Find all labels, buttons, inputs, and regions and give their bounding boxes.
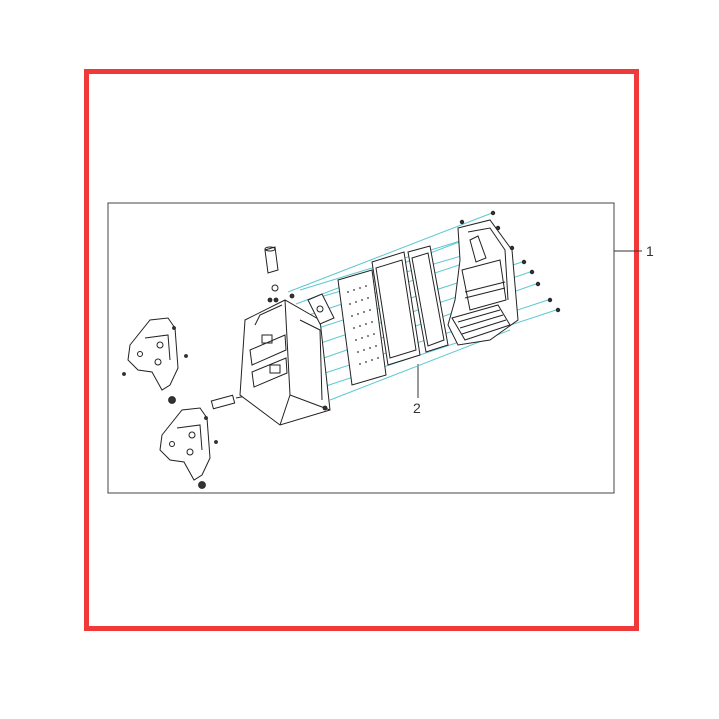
filter-screen: [337, 269, 387, 386]
callout-1-label: 1: [646, 243, 654, 259]
filter-element: [371, 251, 421, 366]
outer-red-frame: [84, 69, 639, 631]
bracket-upper: [122, 317, 188, 404]
sleeve-pin: [210, 394, 247, 410]
bracket-lower: [159, 407, 218, 489]
assembly-box: [107, 202, 615, 494]
cover-screws: [459, 210, 561, 313]
filter-gasket: [407, 245, 449, 353]
small-gasket: [307, 293, 335, 325]
airbox-housing: [239, 293, 331, 426]
callout-2-label: 2: [413, 400, 421, 416]
airbox-cover: [447, 219, 519, 346]
top-plug: [264, 246, 279, 303]
